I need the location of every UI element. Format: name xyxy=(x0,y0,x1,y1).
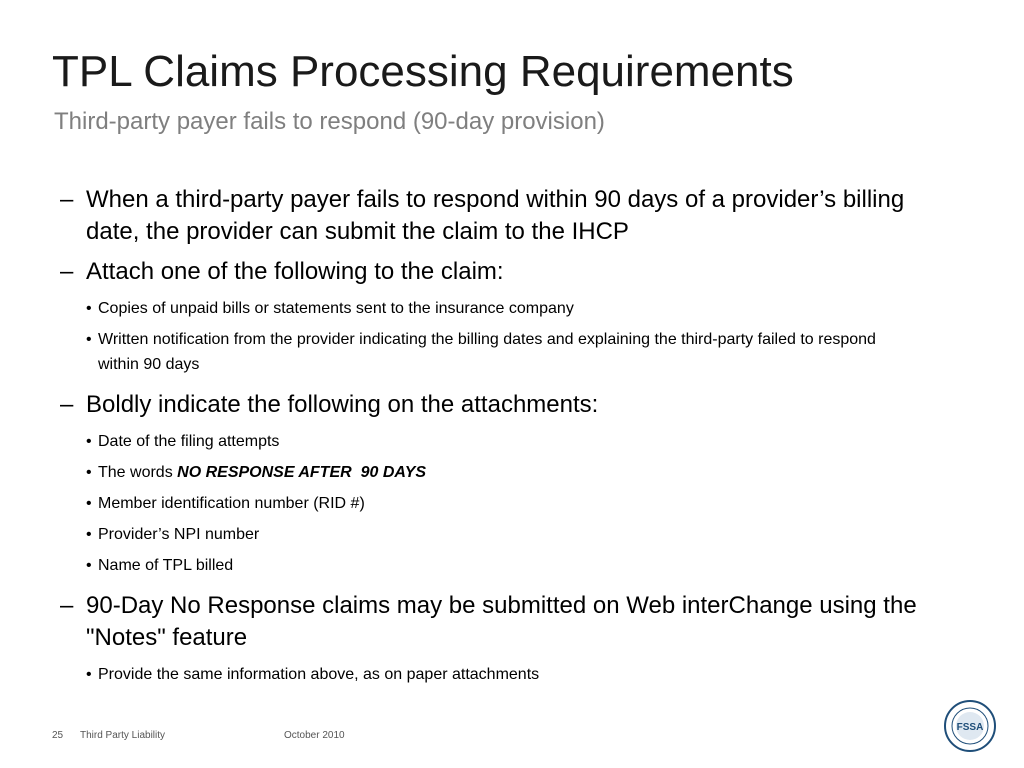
fssa-seal-icon: FSSA xyxy=(944,700,996,752)
sub-bullet-filing-date: • Date of the filing attempts xyxy=(60,429,940,454)
sub-bullet-unpaid-bills: • Copies of unpaid bills or statements s… xyxy=(60,296,940,321)
logo-text: FSSA xyxy=(957,722,984,733)
bullet-marker: • xyxy=(86,433,92,450)
sub-bullet-text: Provider’s NPI number xyxy=(98,526,260,543)
sub-bullet-text-prefix: The words xyxy=(98,464,178,481)
bullet-text: Attach one of the following to the claim… xyxy=(86,258,504,285)
footer-section: Third Party Liability xyxy=(80,730,166,741)
sub-bullet-text: Copies of unpaid bills or statements sen… xyxy=(98,300,574,317)
sub-bullet-same-info: • Provide the same information above, as… xyxy=(60,662,940,687)
sub-bullet-text: Provide the same information above, as o… xyxy=(98,666,540,683)
footer-date: October 2010 xyxy=(284,730,345,741)
dash-marker: – xyxy=(60,592,74,619)
bullet-text: Boldly indicate the following on the att… xyxy=(86,391,599,418)
bullet-web-interchange: – 90-Day No Response claims may be submi… xyxy=(60,590,940,654)
bullet-text: When a third-party payer fails to respon… xyxy=(86,186,905,245)
bullet-marker: • xyxy=(86,300,92,317)
bullet-marker: • xyxy=(86,666,92,683)
slide-body: – When a third-party payer fails to resp… xyxy=(60,184,940,693)
sub-bullet-written-notification: • Written notification from the provider… xyxy=(60,327,898,377)
bullet-marker: • xyxy=(86,495,92,512)
bullet-marker: • xyxy=(86,331,92,348)
sub-bullet-member-id: • Member identification number (RID #) xyxy=(60,491,940,516)
bullet-marker: • xyxy=(86,464,92,481)
sub-bullet-text: Member identification number (RID #) xyxy=(98,495,365,512)
sub-bullet-no-response-words: • The words NO RESPONSE AFTER 90 DAYS xyxy=(60,460,940,485)
sub-bullet-text: Name of TPL billed xyxy=(98,557,234,574)
bullet-text: 90-Day No Response claims may be submitt… xyxy=(86,592,917,651)
dash-marker: – xyxy=(60,258,74,285)
bullet-90-day-rule: – When a third-party payer fails to resp… xyxy=(60,184,940,248)
dash-marker: – xyxy=(60,186,74,213)
slide-title: TPL Claims Processing Requirements xyxy=(52,47,794,96)
sub-bullet-tpl-billed: • Name of TPL billed xyxy=(60,553,940,578)
footer-page-number: 25 xyxy=(52,730,64,741)
dash-marker: – xyxy=(60,391,74,418)
bullet-marker: • xyxy=(86,557,92,574)
sub-bullet-text: Date of the filing attempts xyxy=(98,433,280,450)
slide-subtitle: Third-party payer fails to respond (90-d… xyxy=(54,108,605,135)
sub-bullet-npi: • Provider’s NPI number xyxy=(60,522,940,547)
bullet-marker: • xyxy=(86,526,92,543)
bullet-attach: – Attach one of the following to the cla… xyxy=(60,256,940,288)
sub-bullet-text: Written notification from the provider i… xyxy=(98,331,876,373)
bullet-boldly-indicate: – Boldly indicate the following on the a… xyxy=(60,389,940,421)
emphasis-text: NO RESPONSE AFTER 90 DAYS xyxy=(177,464,427,481)
